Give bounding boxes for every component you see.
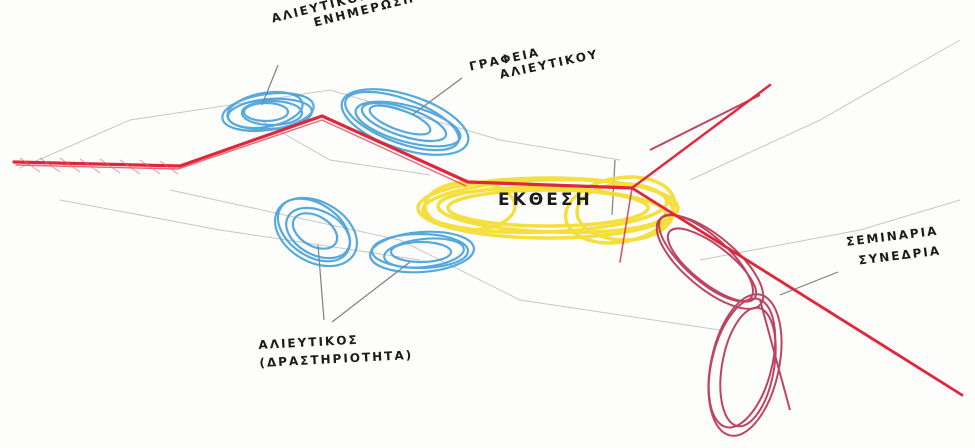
bubble-activity-right — [369, 228, 476, 275]
pointer-seminars — [780, 272, 838, 295]
blue-bubbles — [220, 76, 476, 280]
label-exhibition: ΕΚΘΕΣΗ — [498, 190, 593, 210]
red-path — [14, 85, 962, 395]
crimson-loops — [643, 95, 793, 442]
label-line: ΕΚΘΕΣΗ — [498, 190, 593, 210]
bubble-activity-left — [263, 184, 369, 280]
